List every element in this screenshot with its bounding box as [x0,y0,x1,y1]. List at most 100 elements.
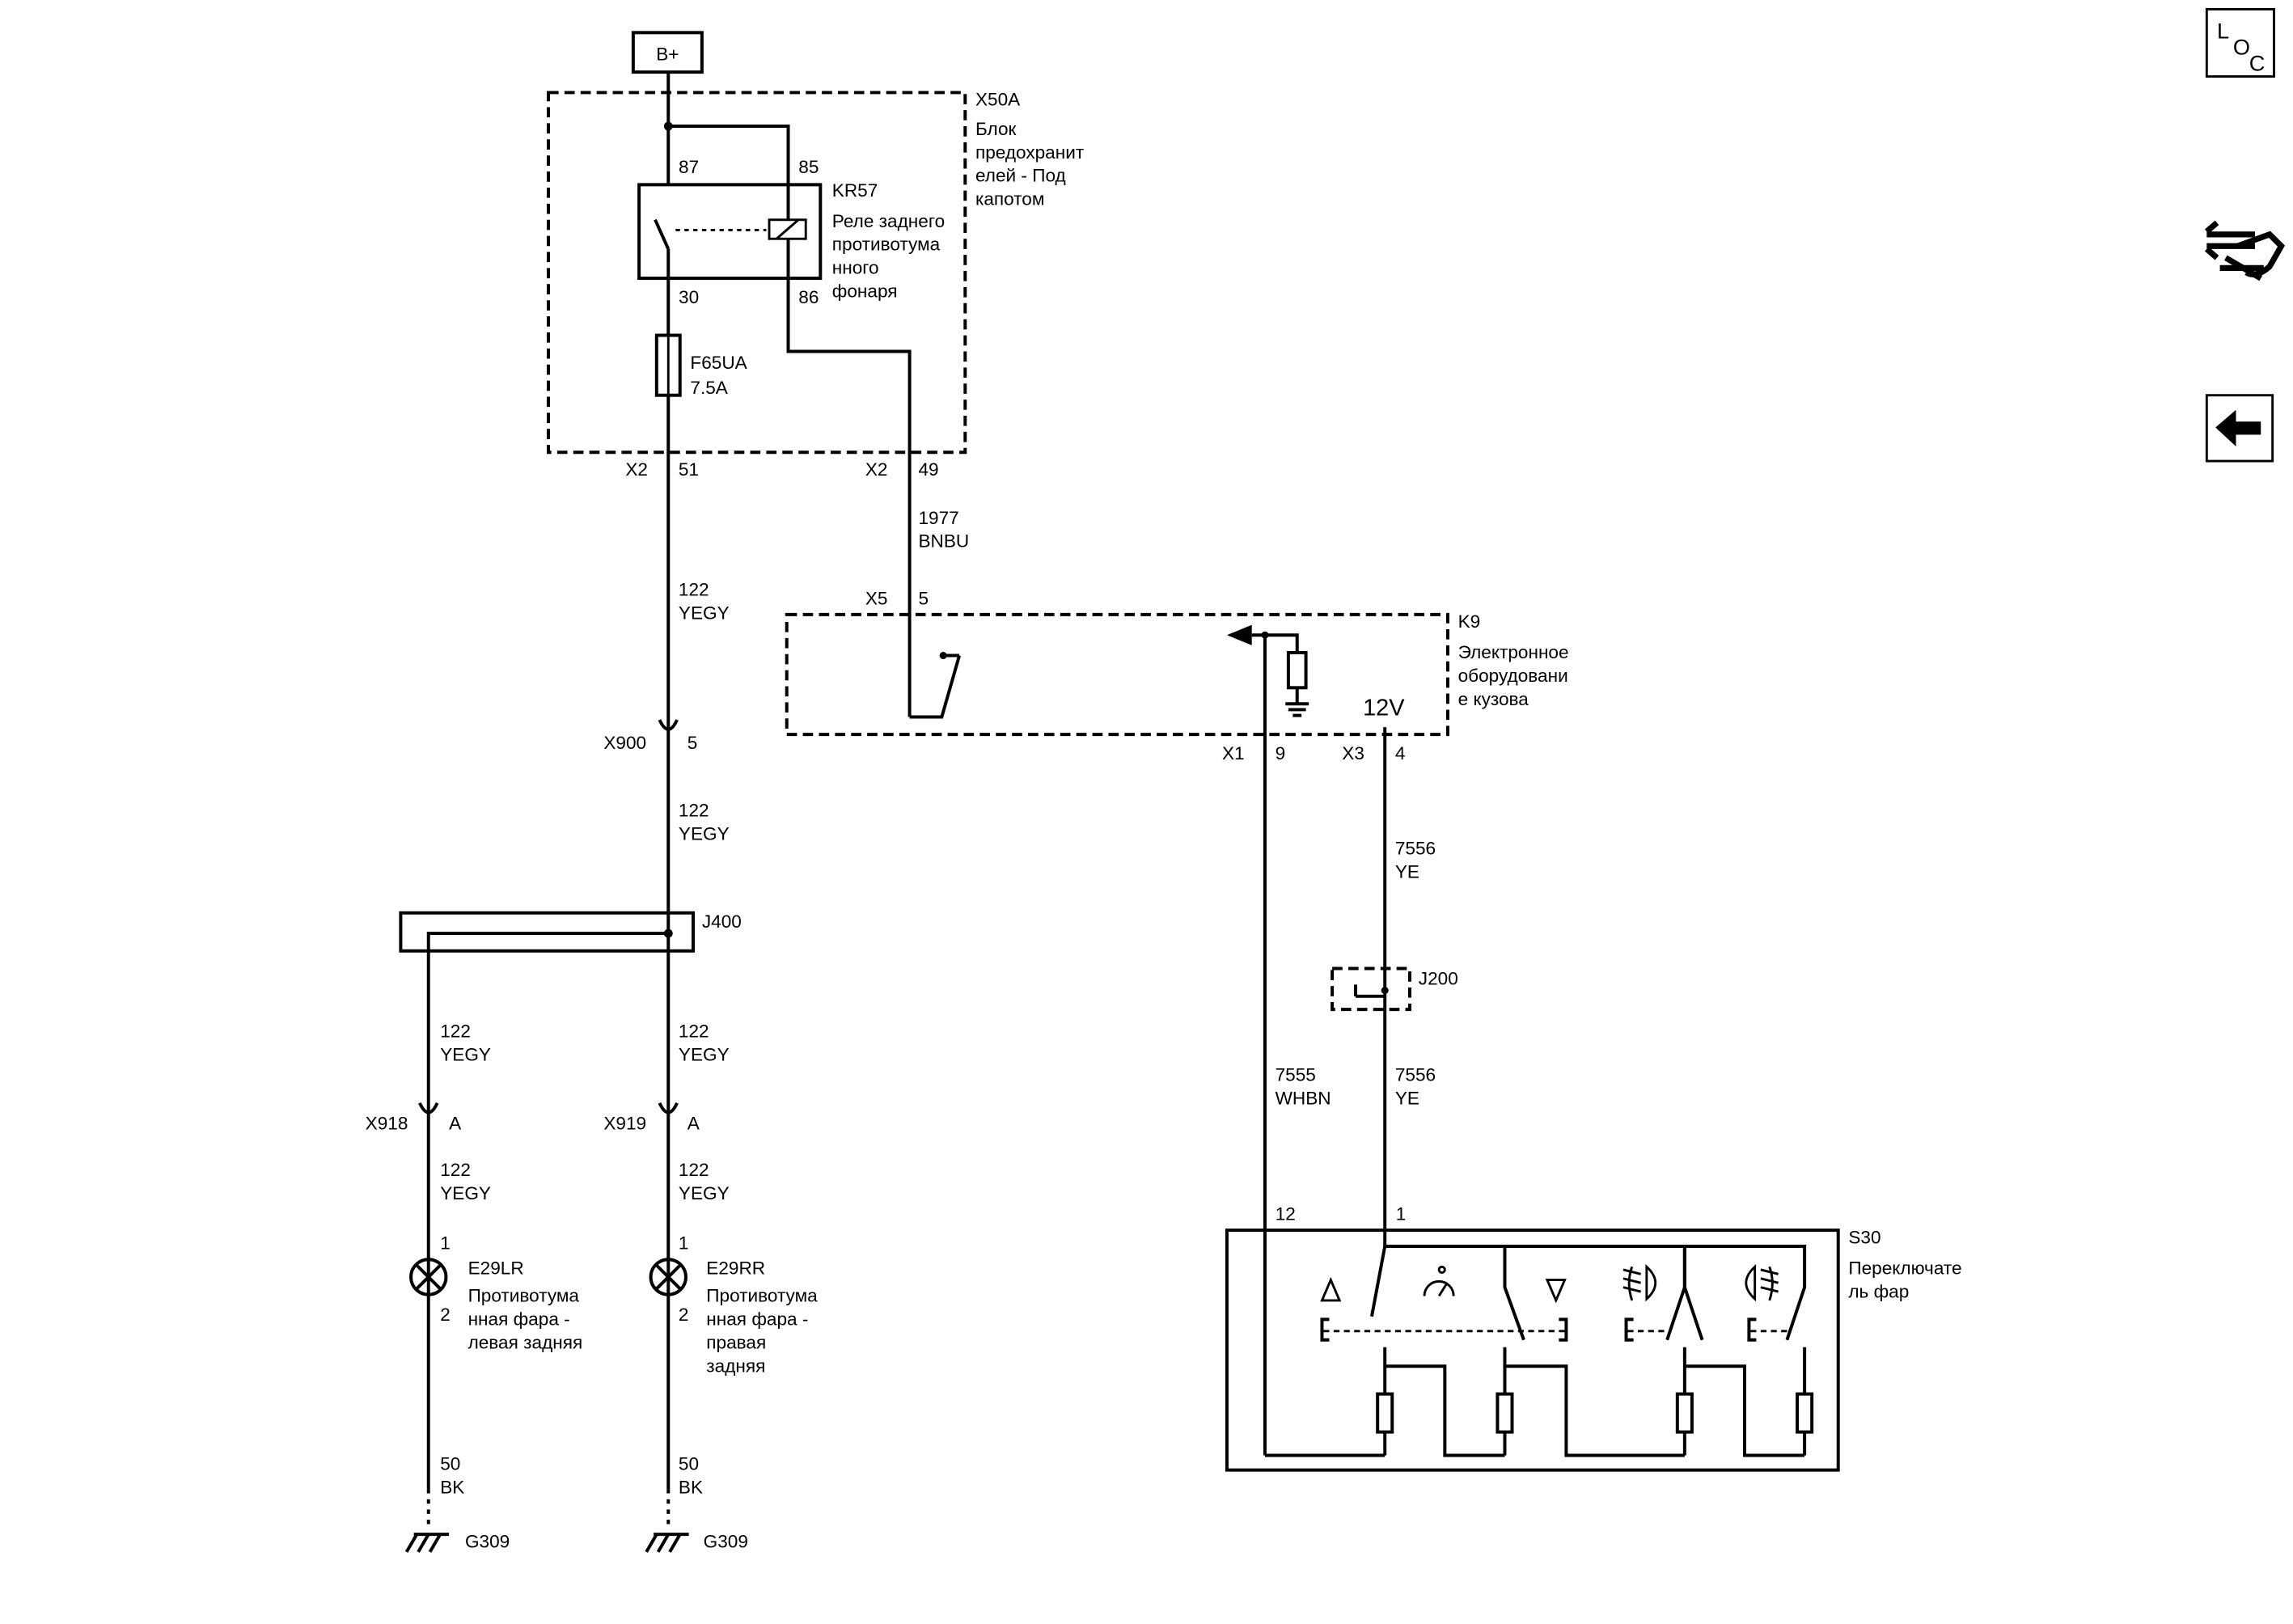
switch-resistor-2 [1496,1392,1514,1434]
lamp-right-pin-2: 2 [679,1305,689,1325]
wire-122-color: YEGY [679,1044,730,1064]
fuse-block-description: Блок предохранит елей - Под капотом [975,119,1089,209]
ground-g309-right-icon [645,1533,689,1553]
auto-light-icon [1423,1265,1455,1297]
lamp-left-id: E29LR [468,1258,524,1278]
up-triangle-icon [1320,1276,1342,1302]
wire-122-number: 122 [679,800,709,820]
lamp-left-pin-1: 1 [440,1233,451,1254]
lamp-e29lr [409,1258,448,1296]
ground-right-id: G309 [704,1531,748,1551]
connector-x3: X3 [1342,743,1364,763]
connector-x2-pin-51: 51 [679,459,699,480]
connector-x2-pin-49: 49 [918,459,938,480]
connector-view-icon[interactable] [2204,220,2286,281]
connector-x2-left: X2 [625,459,648,480]
wire-122-color: YEGY [679,603,730,623]
output-arrow-icon [1226,624,1252,645]
headlamp-switch-s30 [1225,1229,1840,1472]
wire-122-number: 122 [440,1160,471,1180]
connector-x2-right: X2 [865,459,888,480]
module-description: Электронное оборудовани е кузова [1458,642,1574,709]
connector-x919-icon [658,1102,679,1114]
connector-x1-pin: 9 [1276,743,1286,763]
wire-1977-number: 1977 [918,508,958,528]
connector-x918-icon [418,1102,439,1114]
module-voltage: 12V [1363,696,1405,721]
relay-pin-85: 85 [798,157,819,177]
relay-kr57: 87 85 30 86 [637,157,823,307]
switch-id: S30 [1848,1227,1881,1247]
switch-pin-12: 12 [1276,1203,1296,1224]
connector-x919-pin: A [687,1113,700,1133]
loc-button[interactable]: L O C [2205,7,2275,78]
connector-x919: X919 [603,1113,646,1133]
arrow-left-icon [2215,409,2261,446]
ground-left-id: G309 [465,1531,510,1551]
pulldown-resistor-icon [1286,650,1308,690]
internal-ground-icon [1285,687,1309,717]
wire-122-color: YEGY [440,1183,491,1203]
back-button[interactable] [2205,394,2274,463]
relay-description: Реле заднего противотума нного фонаря [832,211,950,302]
battery-positive-supply: B+ [631,31,704,74]
switch-pin-1: 1 [1396,1203,1407,1224]
wire-122-number: 122 [679,1160,709,1180]
wire-122-color: YEGY [679,1183,730,1203]
relay-pin-30: 30 [679,287,699,307]
loc-letter-c: C [2249,50,2266,75]
body-control-module-k9-boundary [785,612,1449,737]
connector-x900-pin: 5 [687,733,698,753]
lamp-left-description: Противотума нная фара - левая задняя [468,1286,585,1353]
wire-7556-number-lower: 7556 [1395,1065,1436,1085]
switch-description: Переключате ль фар [1848,1258,1967,1301]
lamp-right-description: Противотума нная фара - правая задняя [706,1286,823,1377]
fuse-block-id: X50A [975,90,1021,110]
wire-7556-color-lower: YE [1395,1089,1419,1109]
loc-letter-o: O [2233,34,2250,59]
left-lamp-feed-wire [426,932,669,1490]
lamp-left-pin-2: 2 [440,1305,451,1325]
rear-fog-light-icon [1745,1264,1779,1302]
connector-x900: X900 [603,733,646,753]
connector-x918-pin: A [449,1113,462,1133]
lamp-right-icon [649,1258,687,1296]
ground-g309-left-icon [404,1533,450,1553]
connector-x1: X1 [1222,743,1245,763]
relay-pin-87: 87 [679,157,699,177]
wire-122-color: YEGY [679,823,730,844]
battery-positive-label: B+ [656,44,679,65]
wire-7556-color-upper: YE [1395,861,1419,882]
splice-j400 [399,911,695,953]
switch-resistor-4 [1796,1392,1814,1434]
relay-switch-contact [654,218,671,279]
wire-50-number-right: 50 [679,1454,699,1474]
wire-7555-number: 7555 [1276,1065,1316,1085]
wire-50-color-right: BK [679,1478,703,1498]
wire-50-number-left: 50 [440,1454,460,1474]
wire-7556-number-upper: 7556 [1395,838,1436,858]
wire-122-color: YEGY [440,1044,491,1064]
connector-x5: X5 [865,588,888,608]
relay-feed-wire-85 [668,125,790,185]
lamp-right-pin-1: 1 [679,1233,689,1254]
fuse-block-x50a-boundary [547,91,967,455]
loc-letter-l: L [2217,19,2229,44]
lamp-e29rr [649,1258,687,1296]
switch-resistor-3 [1675,1392,1694,1434]
module-id: K9 [1458,611,1481,632]
splice-dot [663,121,673,131]
relay-control-wire [786,278,912,717]
splice-j200 [1331,966,1411,1012]
relay-id: KR57 [832,180,878,201]
switch-resistor-1 [1376,1392,1394,1434]
connector-x3-pin: 4 [1395,743,1406,763]
wire-7555-color: WHBN [1276,1089,1331,1109]
fuse-rating: 7.5A [690,378,728,398]
k9-input-switch [909,654,961,719]
connector-x918: X918 [366,1113,408,1133]
down-triangle-icon [1545,1279,1567,1304]
wire-122-number: 122 [679,1021,709,1041]
lamp-left-icon [409,1258,448,1296]
